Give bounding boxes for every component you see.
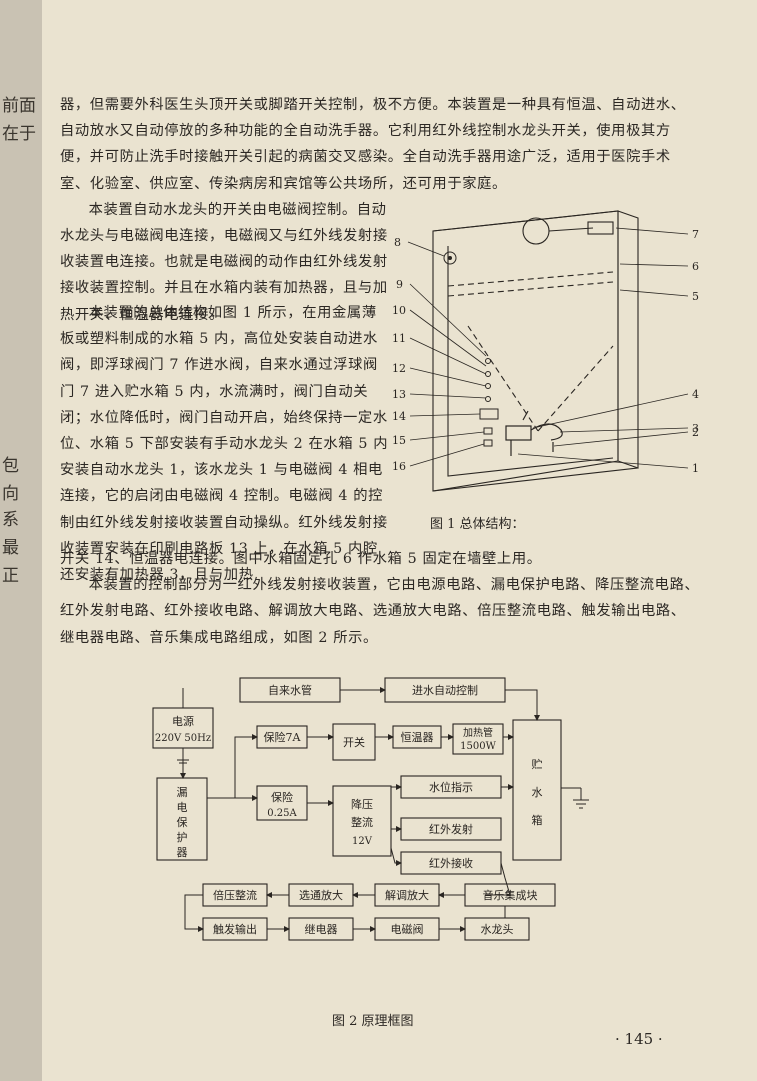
left-page-gutter: 前面 在于 包 向 系 最 正 — [0, 0, 42, 1081]
label-14: 14 — [392, 410, 406, 423]
label-2: 2 — [692, 426, 699, 439]
figure-1-structure-drawing: 8 9 10 11 12 13 14 15 16 7 6 5 4 3 2 1 — [392, 210, 699, 492]
paragraph-3b: 开关 14、恒温器电连接。图中水箱固定孔 6 作水箱 5 固定在墙壁上用。 — [60, 551, 542, 567]
block-rectifier-3: 12V — [352, 836, 373, 847]
gutter-line: 系 — [2, 510, 19, 530]
label-8: 8 — [394, 236, 401, 249]
gutter-line: 正 — [2, 566, 19, 586]
block-leak-3: 保 — [177, 815, 188, 829]
label-6: 6 — [692, 260, 699, 273]
figure-2-caption: 图 2 原理框图 — [332, 1014, 414, 1029]
block-rectifier-2: 整流 — [351, 815, 373, 829]
paragraph-1: 器，但需要外科医生头顶开关或脚踏开关控制，极不方便。本装置是一种具有恒温、自动进… — [60, 97, 686, 192]
block-rectifier-1: 降压 — [351, 797, 373, 811]
label-5: 5 — [692, 290, 699, 303]
label-7: 7 — [692, 228, 699, 241]
block-thermostat: 恒温器 — [401, 731, 434, 744]
block-music-ic: 音乐集成块 — [483, 888, 538, 902]
tank-outline — [432, 210, 639, 492]
block-leak-5: 器 — [177, 846, 188, 859]
label-16: 16 — [392, 460, 406, 473]
block-heater-power: 1500W — [460, 741, 496, 752]
label-11: 11 — [392, 332, 406, 345]
intro-paragraph-block: 器，但需要外科医生头顶开关或脚踏开关控制，极不方便。本装置是一种具有恒温、自动进… — [60, 92, 700, 328]
gutter-line: 在于 — [2, 124, 36, 144]
gutter-line: 向 — [2, 484, 19, 504]
paragraph-4: 本装置的控制部分为一红外线发射接收装置，它由电源电路、漏电保护电路、降压整流电路… — [60, 577, 700, 646]
left-column-block: 本装置的总体结构如图 1 所示，在用金属薄板或塑料制成的水箱 5 内，高位处安装… — [60, 300, 390, 588]
block-demod-amp: 解调放大 — [385, 888, 429, 902]
page-number: · 145 · — [615, 1030, 663, 1048]
block-power-spec: 220V 50Hz — [155, 733, 211, 744]
label-3: 3 — [692, 422, 699, 435]
gutter-line: 前面 — [2, 96, 36, 116]
block-tank-2: 水 — [532, 786, 543, 799]
block-heater: 加热管 — [463, 726, 493, 739]
diagram-connectors — [177, 687, 589, 932]
left-leader-lines — [407, 241, 487, 467]
block-faucet: 水龙头 — [481, 923, 514, 936]
label-4: 4 — [692, 388, 699, 401]
block-tank-3: 箱 — [532, 813, 543, 827]
figure-2-block-diagram: 自来水管 进水自动控制 电源 220V 50Hz 保险7A 开关 恒温器 加热管… — [152, 677, 589, 941]
block-fuse-small: 保险 — [271, 790, 293, 804]
mount-hole-center-icon — [448, 256, 452, 260]
block-leak-4: 护 — [177, 830, 188, 844]
block-fuse-7a: 保险7A — [264, 730, 302, 744]
block-switch: 开关 — [343, 735, 365, 749]
label-1: 1 — [692, 462, 699, 475]
block-relay: 继电器 — [305, 923, 338, 936]
block-gating-amp: 选通放大 — [299, 888, 343, 902]
block-solenoid-valve: 电磁阀 — [391, 922, 424, 936]
label-15: 15 — [392, 434, 406, 447]
right-leader-lines — [517, 227, 689, 469]
block-water-level: 水位指示 — [429, 780, 473, 794]
gutter-line: 最 — [2, 538, 19, 558]
faucet-solenoid-icon — [505, 410, 563, 456]
block-leak-2: 电 — [177, 801, 188, 814]
paragraph-2: 本装置自动水龙头的开关由电磁阀控制。自动水龙头与电磁阀电连接，电磁阀又与红外线发… — [60, 201, 388, 323]
mount-hole-icon — [443, 251, 457, 265]
label-9: 9 — [396, 278, 403, 291]
label-12: 12 — [392, 362, 406, 375]
block-ir-transmit: 红外发射 — [429, 822, 473, 836]
block-fuse-small-rating: 0.25A — [267, 808, 297, 819]
block-power: 电源 — [172, 714, 194, 728]
block-ir-receive: 红外接收 — [429, 856, 473, 870]
block-inlet-control: 进水自动控制 — [412, 683, 478, 697]
figure-1-caption: 图 1 总体结构： — [430, 517, 525, 532]
full-width-block: 开关 14、恒温器电连接。图中水箱固定孔 6 作水箱 5 固定在墙壁上用。 本装… — [60, 546, 700, 651]
control-panel-icons — [479, 358, 499, 447]
block-leak-1: 漏 — [177, 786, 188, 799]
block-voltage-doubler: 倍压整流 — [213, 888, 257, 902]
block-tap-water: 自来水管 — [268, 683, 312, 697]
paragraph-3: 本装置的总体结构如图 1 所示，在用金属薄板或塑料制成的水箱 5 内，高位处安装… — [60, 305, 389, 584]
block-tank-1: 贮 — [532, 758, 543, 771]
block-trigger-output: 触发输出 — [213, 922, 257, 936]
gutter-line: 包 — [2, 456, 19, 476]
float-valve-icon — [522, 217, 614, 245]
label-10: 10 — [392, 304, 406, 317]
label-13: 13 — [392, 388, 406, 401]
